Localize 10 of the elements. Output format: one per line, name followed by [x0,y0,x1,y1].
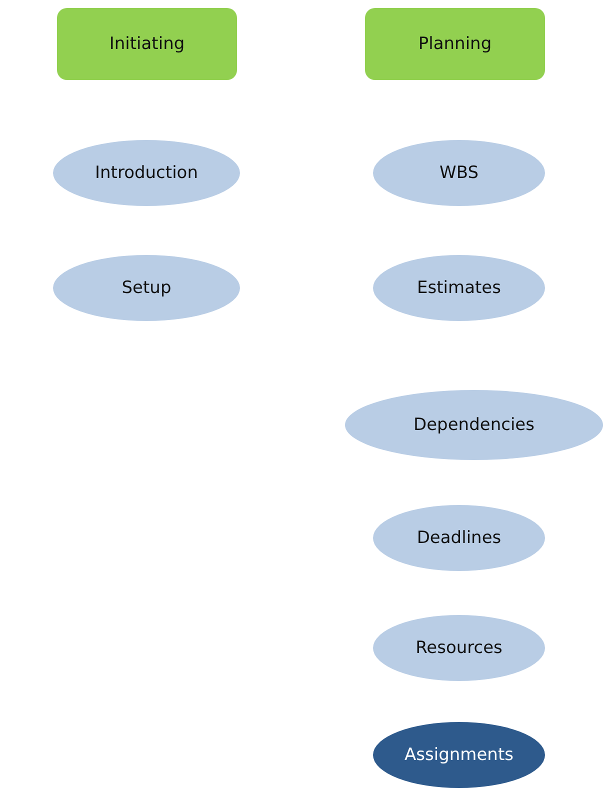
activity-ellipse: Introduction [53,140,240,206]
phase-box: Initiating [57,8,237,80]
activity-ellipse: Setup [53,255,240,321]
activity-ellipse: WBS [373,140,545,206]
activity-ellipse: Estimates [373,255,545,321]
activity-ellipse: Assignments [373,722,545,788]
activity-ellipse: Dependencies [345,390,603,460]
phase-box: Planning [365,8,545,80]
activity-ellipse: Resources [373,615,545,681]
activity-ellipse: Deadlines [373,505,545,571]
